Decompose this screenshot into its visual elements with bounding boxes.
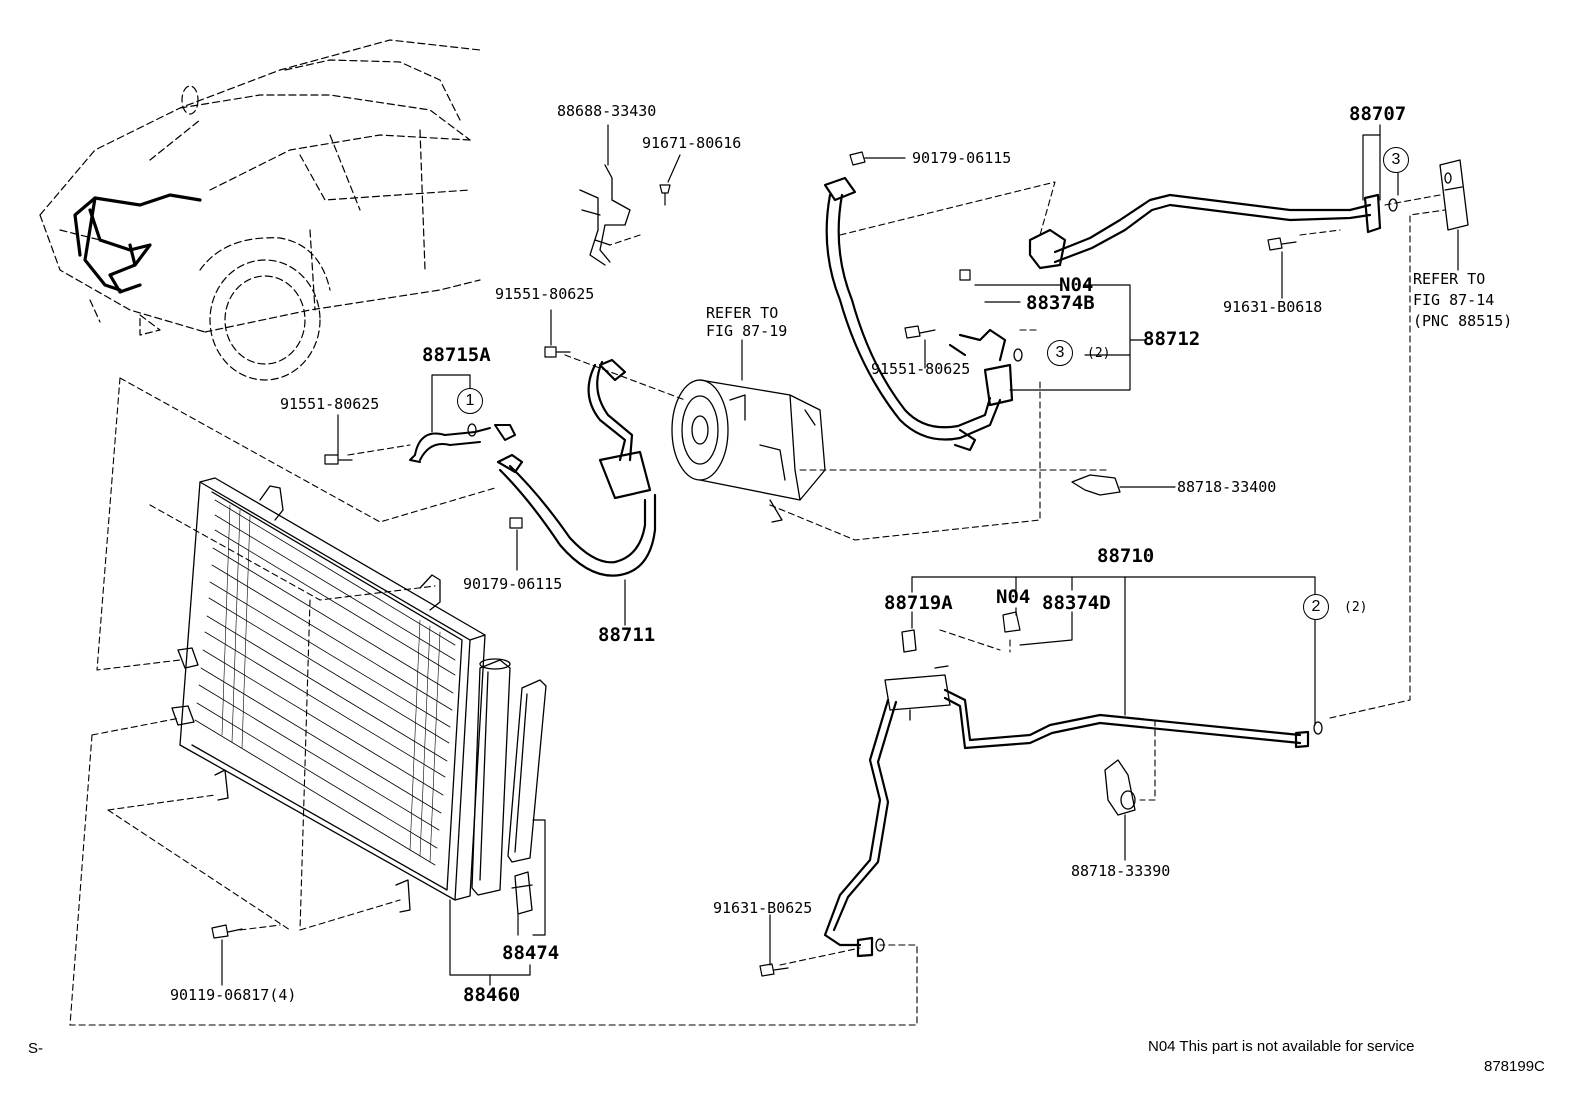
label-leaders [221,124,1459,986]
part-label-88718-33400[interactable]: 88718-33400 [1177,478,1277,496]
callout-2-qty: (2) [1344,600,1368,615]
refer-fig-87-19-line2[interactable]: FIG 87-19 [706,322,788,340]
engine-harness [73,193,202,294]
part-label-91631-B0625[interactable]: 91631-B0625 [713,899,813,917]
hose-88712 [823,176,1014,452]
part-label-88715A[interactable]: 88715A [422,344,491,366]
pipe-88710 [823,688,1310,958]
figure-code: 878199C [1484,1058,1545,1075]
o-rings [467,198,1398,952]
part-label-88474[interactable]: 88474 [502,942,560,964]
part-label-91671-80616[interactable]: 91671-80616 [642,134,742,152]
callout-3-mid: 3 [1047,340,1073,366]
refer-fig-87-14-line2[interactable]: FIG 87-14 [1413,291,1495,309]
refer-fig-87-14-line1: REFER TO [1413,270,1486,288]
bolt-shapes [211,151,1297,977]
part-label-90119-06817[interactable]: 90119-06817(4) [170,986,297,1004]
dashed-leader-lines [69,181,1446,1026]
part-label-91631-B0618[interactable]: 91631-B0618 [1223,298,1323,316]
part-label-88374D[interactable]: 88374D [1042,592,1111,614]
service-note: N04 This part is not available for servi… [1148,1038,1415,1055]
clamp-88718-33400 [1071,474,1121,496]
clamp-88718-33390 [1104,759,1136,816]
callout-1: 1 [457,388,483,414]
condenser-core [171,477,486,913]
part-label-90179-06115-top[interactable]: 90179-06115 [912,149,1012,167]
part-label-91551-80625-right[interactable]: 91551-80625 [871,360,971,378]
part-label-88710[interactable]: 88710 [1097,545,1155,567]
part-label-88712[interactable]: 88712 [1143,328,1201,350]
callout-3-top: 3 [1383,147,1409,173]
part-label-88688-33430[interactable]: 88688-33430 [557,102,657,120]
part-label-88460[interactable]: 88460 [463,984,521,1006]
part-label-N04-top[interactable]: N04 [1059,274,1094,296]
corner-mark: S- [28,1040,43,1057]
desiccant-filter [507,679,547,915]
part-label-88374B[interactable]: 88374B [1026,292,1095,314]
part-label-88711[interactable]: 88711 [598,624,656,646]
callout-2: 2 [1303,594,1329,620]
hose-88715A [409,424,516,463]
receiver-tank [471,658,511,896]
hose-88711 [496,358,657,577]
part-label-91551-80625-mid[interactable]: 91551-80625 [495,285,595,303]
compressor [671,379,826,523]
vehicle-outline [39,39,481,381]
expansion-valve [1439,159,1469,231]
refer-fig-87-19-line1: REFER TO [706,304,779,322]
part-label-90179-06115-low[interactable]: 90179-06115 [463,575,563,593]
part-label-88718-33390[interactable]: 88718-33390 [1071,862,1171,880]
refer-fig-87-14-line3: (PNC 88515) [1413,312,1513,330]
block-joint [884,629,951,721]
pipe-88707 [1028,193,1382,270]
bracket-88688 [579,164,631,266]
part-label-88719A[interactable]: 88719A [884,592,953,614]
callout-3-qty: (2) [1087,346,1111,361]
part-label-N04-low[interactable]: N04 [996,586,1031,608]
part-label-88707[interactable]: 88707 [1349,103,1407,125]
part-label-91551-80625-left[interactable]: 91551-80625 [280,395,380,413]
